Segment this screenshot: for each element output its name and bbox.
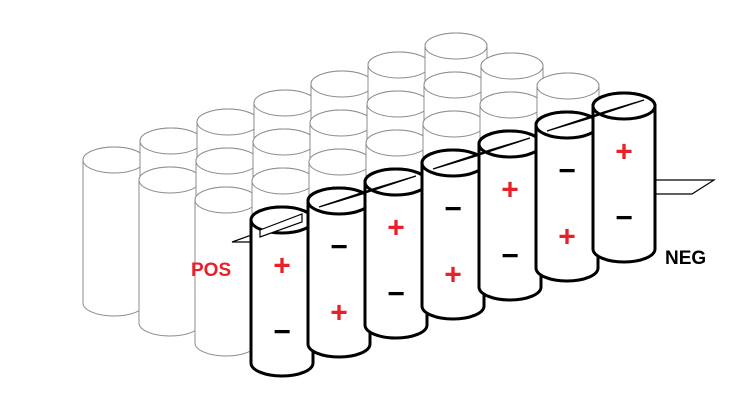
neg-terminal-label: NEG — [665, 248, 706, 269]
back-cell — [194, 186, 258, 357]
front-cell — [477, 129, 543, 302]
plus-sign: + — [558, 221, 576, 254]
minus-sign: − — [558, 155, 576, 188]
back-cell — [138, 166, 202, 337]
minus-sign: − — [387, 278, 405, 311]
front-cell — [420, 148, 486, 321]
nickel-strip — [432, 137, 531, 170]
polarity-signs: + − − + + − − + + − − + + − — [273, 136, 633, 349]
minus-sign: − — [444, 193, 462, 226]
plus-sign: + — [501, 174, 519, 207]
nickel-strip — [259, 213, 303, 238]
pos-terminal-label: POS — [191, 260, 231, 281]
plus-sign: + — [444, 259, 462, 292]
nickel-strips — [259, 99, 645, 238]
minus-sign: − — [273, 316, 291, 349]
back-cell — [82, 146, 146, 317]
plus-sign: + — [273, 250, 291, 283]
front-cell — [249, 205, 315, 378]
front-cell — [306, 186, 372, 359]
minus-sign: − — [330, 231, 348, 264]
front-cell — [591, 91, 657, 264]
front-cell — [534, 110, 600, 283]
plus-sign: + — [615, 136, 633, 169]
nickel-strip — [546, 99, 645, 132]
front-cell — [363, 167, 429, 340]
plus-sign: + — [387, 212, 405, 245]
minus-sign: − — [501, 240, 519, 273]
minus-sign: − — [615, 202, 633, 235]
plus-sign: + — [330, 297, 348, 330]
nickel-strip — [318, 175, 417, 208]
